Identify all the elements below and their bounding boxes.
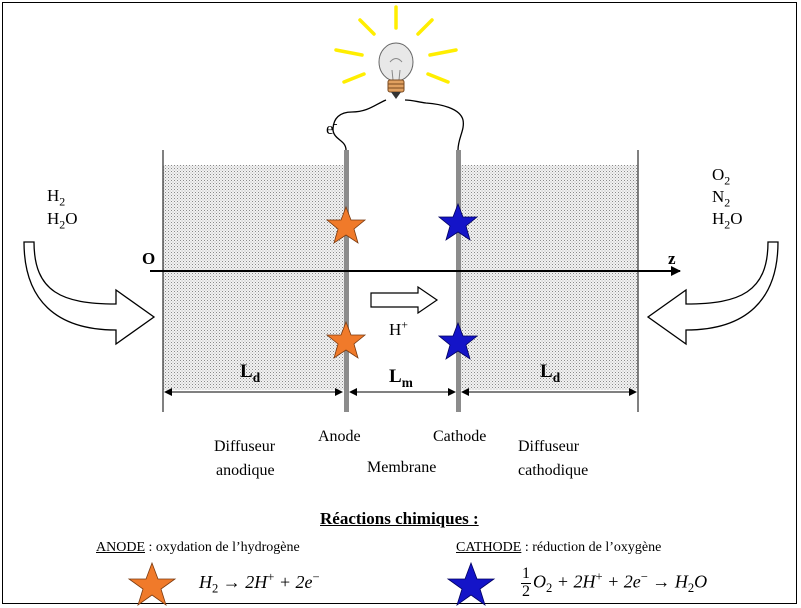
cathode-legend-star-icon bbox=[446, 561, 496, 607]
cathode-label: Cathode bbox=[433, 428, 487, 445]
cathode-electrode bbox=[456, 150, 461, 412]
membrane-label: Membrane bbox=[367, 459, 437, 476]
anode-diffuser bbox=[163, 165, 346, 390]
anode-reaction-caption: ANODE : oxydation de l’hydrogène bbox=[96, 540, 300, 555]
proton-flow-arrow bbox=[370, 285, 439, 315]
outlet-o2-label: O2 bbox=[712, 165, 731, 188]
proton-label: H+ bbox=[389, 317, 408, 339]
diffuseur-anodique-line1: Diffuseur bbox=[214, 438, 276, 455]
outlet-arrow bbox=[646, 241, 779, 346]
anode-label: Anode bbox=[318, 428, 361, 445]
electron-label: e- bbox=[326, 116, 338, 138]
diffuseur-cathodique-line2: cathodique bbox=[518, 462, 589, 479]
axis-origin-label: O bbox=[142, 249, 156, 268]
inlet-h2o-label: H2O bbox=[47, 209, 78, 232]
cathode-diffuser bbox=[460, 165, 638, 390]
inlet-h2-label: H2 bbox=[47, 186, 66, 209]
cathode-reaction-caption: CATHODE : réduction de l’oxygène bbox=[456, 540, 662, 555]
outlet-n2-label: N2 bbox=[712, 187, 731, 210]
cathode-star-icon bbox=[437, 321, 479, 360]
lm-label: Lm bbox=[389, 366, 413, 390]
anode-equation: H2 → 2H+ + 2e− bbox=[199, 570, 320, 596]
anode-wire bbox=[332, 99, 387, 151]
cathode-star-icon bbox=[437, 202, 479, 241]
anode-electrode bbox=[344, 150, 349, 412]
anode-star-icon bbox=[325, 205, 367, 244]
cathode-equation: 1 2 O2 + 2H+ + 2e− → H2O bbox=[521, 565, 708, 600]
outlet-h2o-label: H2O bbox=[712, 209, 743, 232]
diffuseur-anodique-line2: anodique bbox=[216, 462, 275, 479]
anode-legend-star-icon bbox=[127, 561, 177, 607]
inlet-arrow bbox=[23, 241, 156, 346]
reactions-title: Réactions chimiques : bbox=[320, 509, 479, 528]
axis-z-label: z bbox=[668, 249, 676, 268]
cathode-wire bbox=[404, 99, 465, 151]
ld-right-label: Ld bbox=[540, 361, 561, 385]
ld-left-label: Ld bbox=[240, 361, 261, 385]
light-bulb-icon bbox=[334, 5, 458, 99]
anode-star-icon bbox=[325, 320, 367, 359]
diffuseur-cathodique-line1: Diffuseur bbox=[518, 438, 580, 455]
